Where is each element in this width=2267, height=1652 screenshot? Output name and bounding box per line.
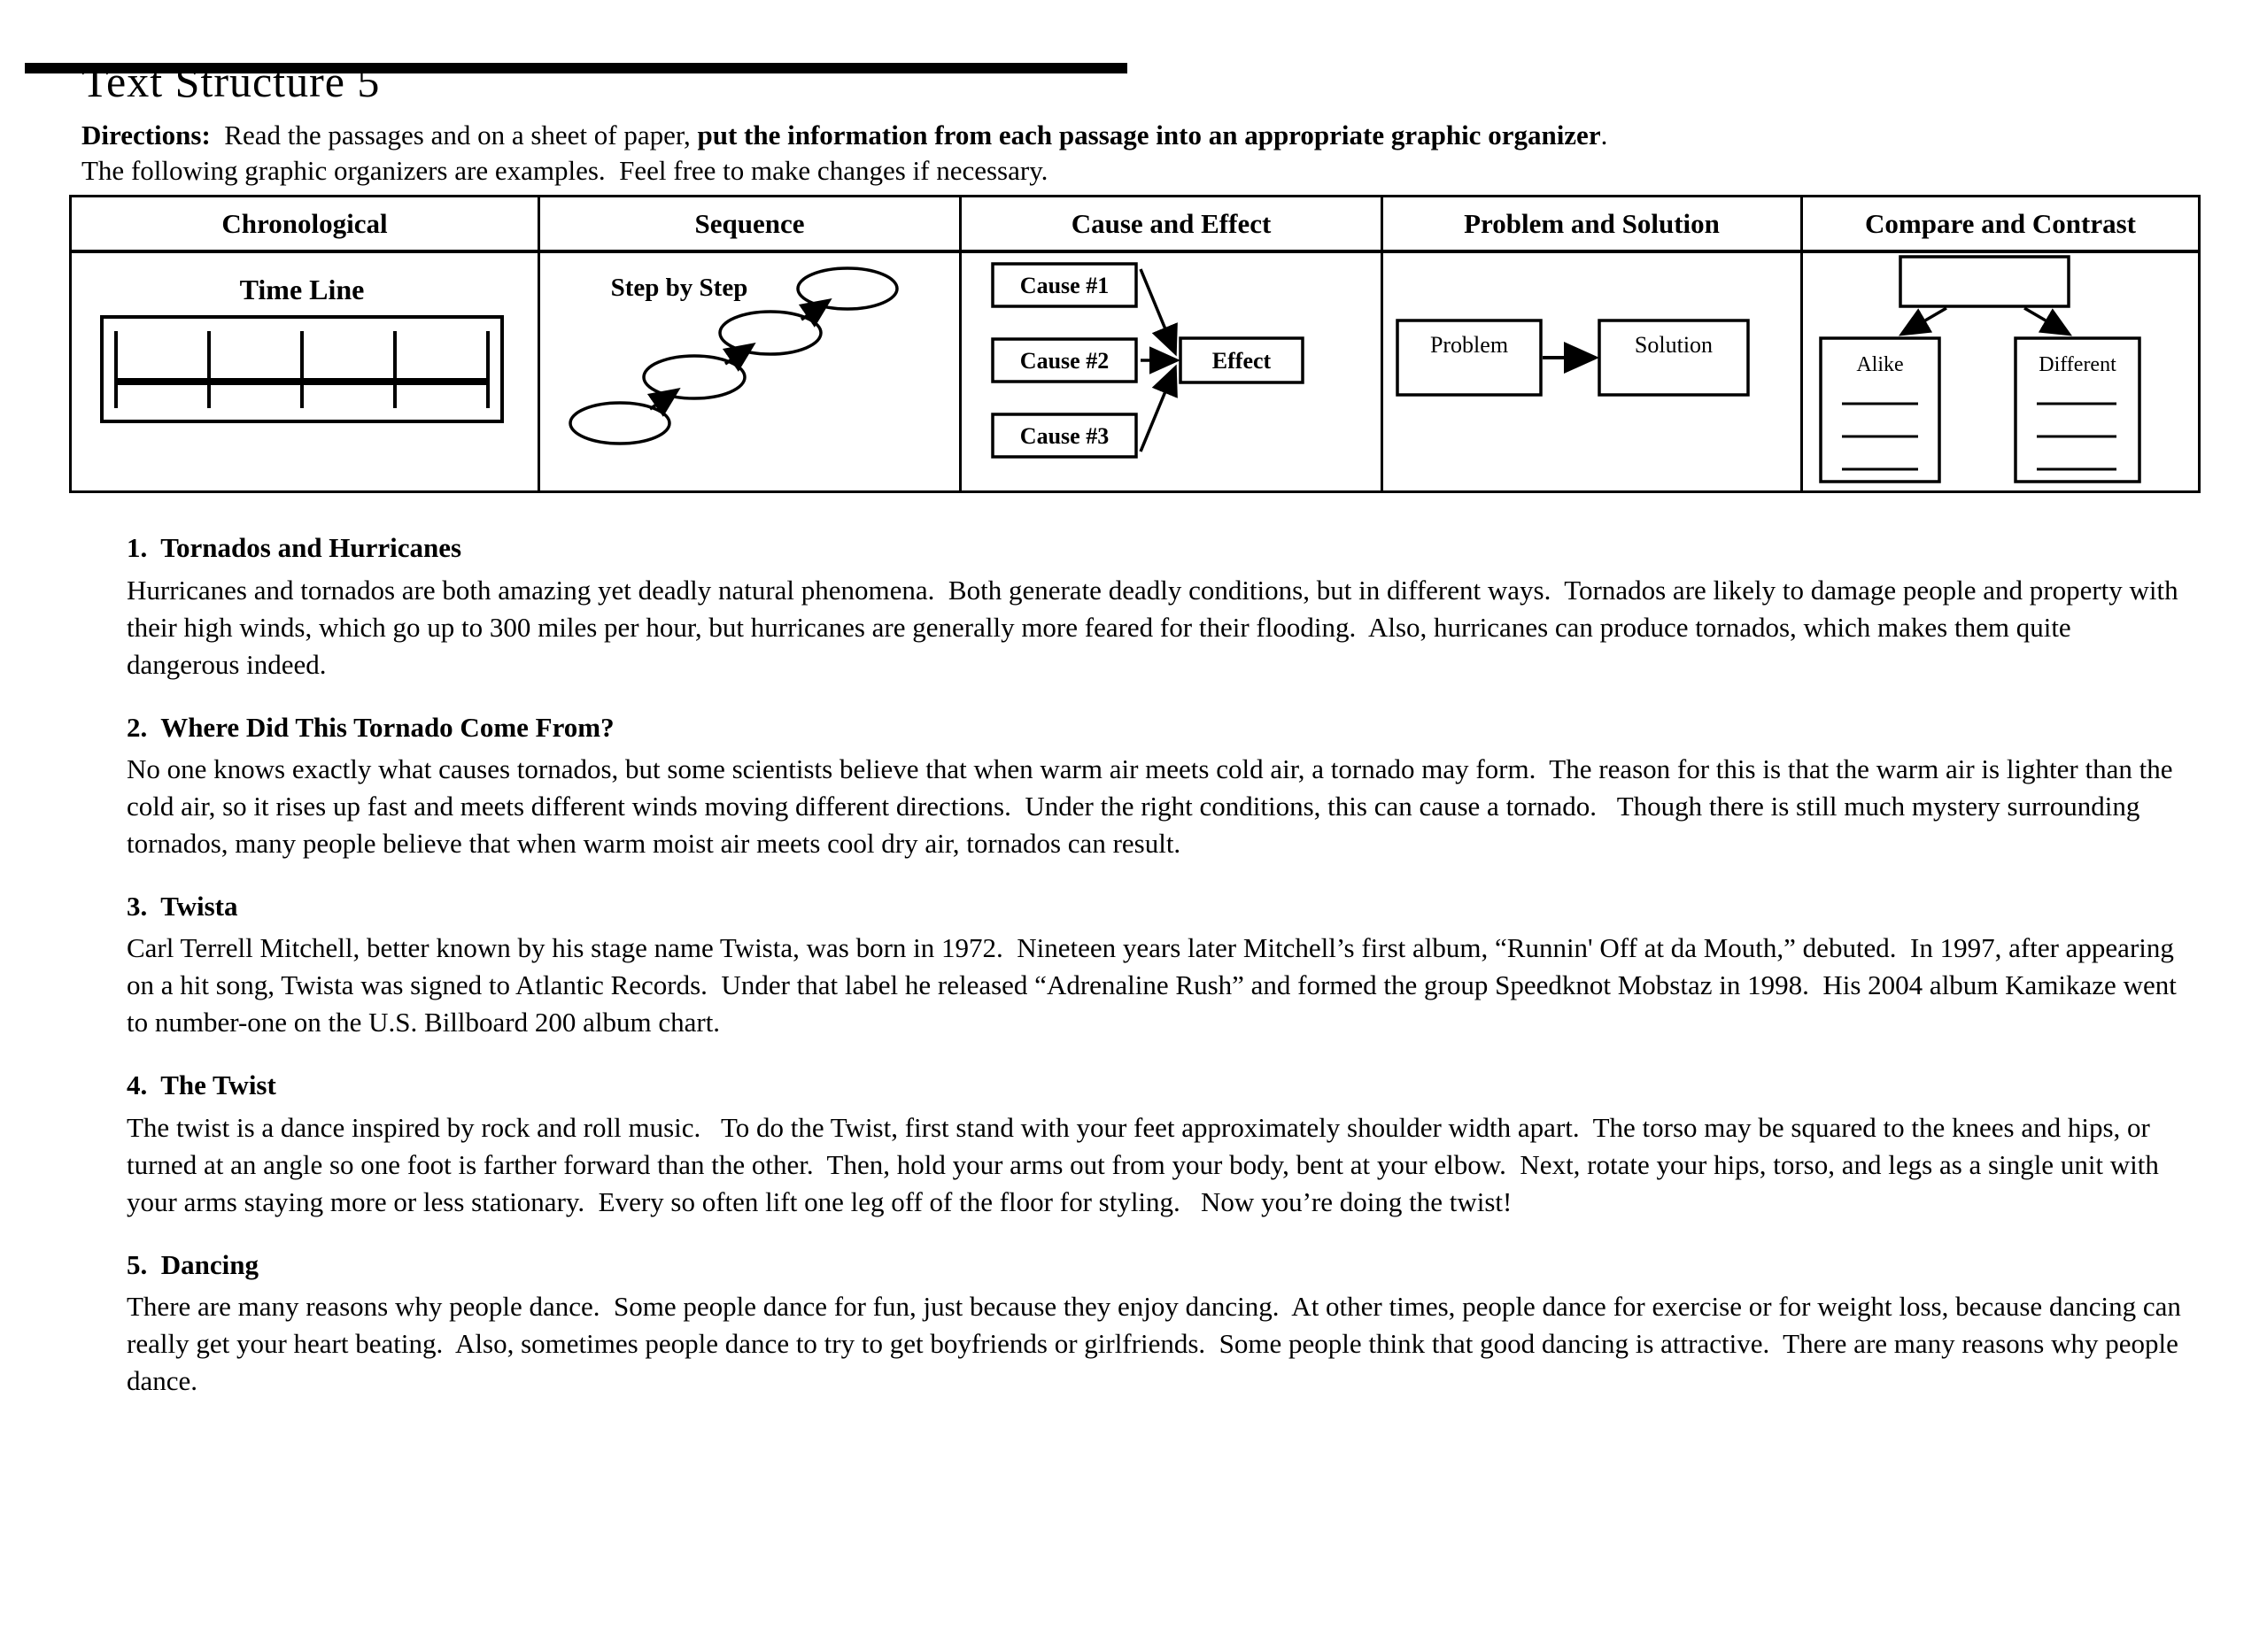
passage-3: 3. Twista Carl Terrell Mitchell, better …	[127, 889, 2187, 1041]
step-by-step-label: Step by Step	[610, 274, 747, 302]
directions-label: Directions:	[81, 119, 211, 151]
timeline-diagram-icon: Time Line	[99, 274, 504, 423]
passage-4: 4. The Twist The twist is a dance inspir…	[127, 1068, 2187, 1220]
directions-tail: .	[1600, 119, 1608, 151]
directions-lead: Read the passages and on a sheet of pape…	[210, 119, 698, 151]
timeline-label: Time Line	[239, 274, 364, 305]
passage-5: 5. Dancing There are many reasons why pe…	[127, 1247, 2187, 1400]
passages-section: 1. Tornados and Hurricanes Hurricanes an…	[127, 530, 2187, 1399]
passage-4-heading: 4. The Twist	[127, 1069, 276, 1101]
passage-1: 1. Tornados and Hurricanes Hurricanes an…	[127, 530, 2187, 683]
cell-problem-solution: Problem Solution	[1381, 250, 1803, 494]
column-header-chronological: Chronological	[69, 195, 540, 253]
cause1-label: Cause #1	[1019, 273, 1108, 298]
passage-2: 2. Where Did This Tornado Come From? No …	[127, 710, 2187, 862]
scan-artifact-bar	[25, 63, 1127, 73]
problem-label: Problem	[1429, 332, 1507, 358]
step-by-step-diagram-icon: Step by Step	[568, 266, 899, 445]
cell-chronological: Time Line	[69, 250, 540, 494]
passage-2-heading: 2. Where Did This Tornado Come From?	[127, 711, 615, 743]
cause-effect-diagram-icon: Cause #1 Cause #2 Cause #3 Effect	[990, 262, 1304, 459]
cell-compare-contrast: Alike Different	[1800, 250, 2201, 494]
graphic-organizer-table: Chronological Sequence Cause and Effect …	[69, 195, 2201, 494]
different-label: Different	[2039, 353, 2116, 376]
cell-sequence: Step by Step	[538, 250, 962, 494]
passage-1-heading: 1. Tornados and Hurricanes	[127, 532, 462, 564]
directions-line2: The following graphic organizers are exa…	[81, 155, 1048, 187]
passage-1-body: Hurricanes and tornados are both amazing…	[127, 574, 2186, 680]
passage-5-heading: 5. Dancing	[127, 1248, 259, 1280]
column-header-sequence: Sequence	[538, 195, 962, 253]
column-header-cause-effect: Cause and Effect	[959, 195, 1383, 253]
cause3-label: Cause #3	[1019, 423, 1108, 449]
cause2-label: Cause #2	[1019, 348, 1108, 374]
directions-bold: put the information from each passage in…	[697, 119, 1601, 151]
organizer-diagram-row: Time Line Step by Step	[69, 250, 2201, 494]
effect-label: Effect	[1211, 348, 1271, 374]
passage-3-body: Carl Terrell Mitchell, better known by h…	[127, 932, 2184, 1038]
passage-3-heading: 3. Twista	[127, 890, 238, 922]
passage-5-body: There are many reasons why people dance.…	[127, 1290, 2188, 1396]
directions: Directions: Read the passages and on a s…	[81, 118, 2186, 190]
passage-4-body: The twist is a dance inspired by rock an…	[127, 1111, 2166, 1217]
passage-2-body: No one knows exactly what causes tornado…	[127, 753, 2180, 859]
compare-contrast-diagram-icon: Alike Different	[1818, 255, 2141, 483]
problem-solution-diagram-icon: Problem Solution	[1395, 319, 1750, 397]
column-header-compare-contrast: Compare and Contrast	[1800, 195, 2201, 253]
solution-label: Solution	[1634, 332, 1712, 358]
column-header-problem-solution: Problem and Solution	[1381, 195, 1803, 253]
alike-label: Alike	[1856, 353, 1903, 376]
cell-cause-effect: Cause #1 Cause #2 Cause #3 Effect	[959, 250, 1383, 494]
organizer-header-row: Chronological Sequence Cause and Effect …	[69, 195, 2201, 253]
